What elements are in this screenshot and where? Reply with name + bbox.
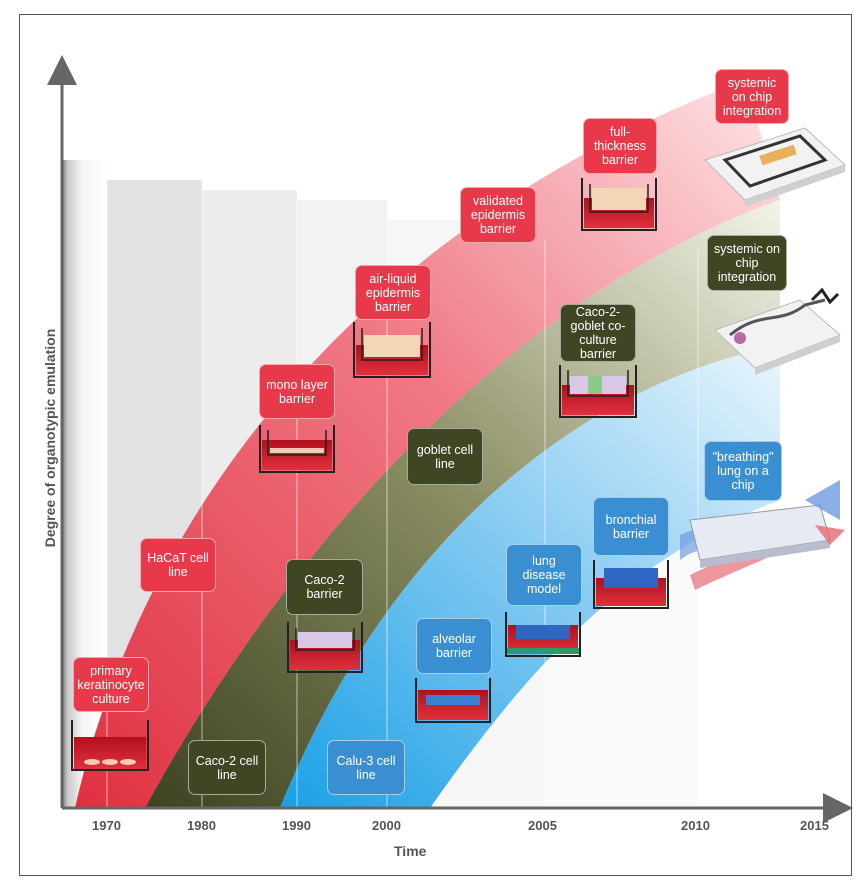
well-full-thickness [581,178,657,231]
box-bronchial: bronchial barrier [593,497,669,556]
box-monolayer: mono layer barrier [259,364,335,419]
box-caco2-goblet: Caco-2-goblet co-culture barrier [560,304,636,362]
well-primary-keratinocyte [71,720,149,771]
box-validated: validated epidermis barrier [460,187,536,243]
box-calu3: Calu-3 cell line [327,740,405,795]
box-systemic-gut: systemic on chip integration [707,235,787,291]
well-monolayer [259,425,335,473]
y-axis-label: Degree of organotypic emulation [42,328,58,548]
box-full-thickness: full-thickness barrier [583,118,657,174]
tick-1980: 1980 [187,818,216,833]
well-bronchial [593,560,669,609]
tick-1970: 1970 [92,818,121,833]
x-axis-label: Time [394,843,427,859]
box-goblet: goblet cell line [407,428,483,485]
well-air-liquid [353,322,431,378]
box-systemic-skin: systemic on chip integration [715,69,789,124]
box-primary-keratinocyte: primary keratinocyte culture [73,657,149,712]
box-alveolar: alveolar barrier [416,618,492,674]
tick-1990: 1990 [282,818,311,833]
tick-2010: 2010 [681,818,710,833]
tick-2015: 2015 [800,818,829,833]
tick-2000: 2000 [372,818,401,833]
gut-chip-device [714,287,841,375]
well-caco2-goblet [559,365,637,418]
well-caco2-barrier [287,622,363,673]
box-hacat: HaCaT cell line [140,538,216,592]
skin-arc [75,80,780,808]
box-breathing-lung: "breathing" lung on a chip [704,441,782,501]
skin-chip-device [704,127,846,207]
well-alveolar [415,678,491,723]
box-caco2-line: Caco-2 cell line [188,740,266,795]
box-lung-disease: lung disease model [506,544,582,606]
lung-chip-device [680,480,845,590]
box-air-liquid: air-liquid epidermis barrier [355,265,431,320]
tick-2005: 2005 [528,818,557,833]
well-lung-disease [505,612,581,657]
box-caco2-barrier: Caco-2 barrier [286,559,363,615]
